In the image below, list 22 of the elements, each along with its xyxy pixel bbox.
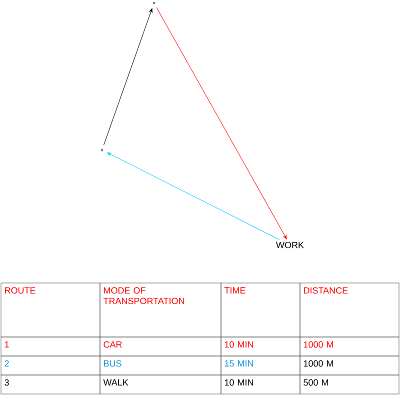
table-cell: BUS	[100, 356, 222, 376]
table-cell: 3	[0, 374, 100, 394]
table-cell: WALK	[100, 374, 222, 394]
table-cell: 1000 M	[300, 336, 400, 356]
table-cell: CAR	[100, 336, 222, 356]
table-cell: 15 MIN	[220, 356, 300, 376]
table-cell: MODE OF TRANSPORTATION	[100, 282, 222, 338]
table-cell: TIME	[220, 282, 300, 338]
arrow	[156, 7, 287, 240]
arrow	[107, 152, 280, 240]
arrow	[103, 8, 152, 146]
table-cell: ROUTE	[0, 282, 100, 338]
route-point	[152, 2, 156, 4]
table-cell: 500 M	[300, 374, 400, 394]
table-cell: 10 MIN	[220, 374, 300, 394]
table-cell: 2	[0, 356, 100, 376]
table-cell: 10 MIN	[220, 336, 300, 356]
table-cell: 1	[0, 336, 100, 356]
table-cell: DISTANCE	[300, 282, 400, 338]
route-point	[100, 148, 104, 152]
node-label: WORK	[276, 242, 304, 248]
table-cell: 1000 M	[300, 356, 400, 376]
